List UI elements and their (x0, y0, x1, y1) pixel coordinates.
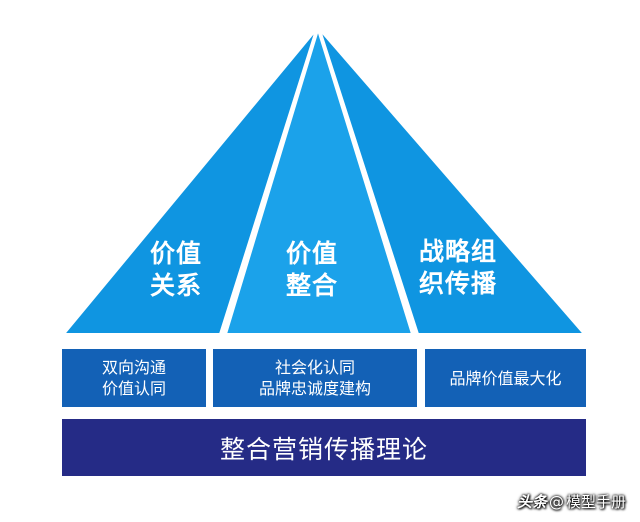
box-brand-value-max: 品牌价值最大化 (425, 349, 586, 407)
pyramid-segment-left (63, 29, 317, 335)
watermark: 头条 @ 模型手册 (517, 491, 626, 512)
watermark-account: 模型手册 (565, 493, 626, 511)
watermark-at: @ (548, 492, 564, 511)
base-theory-bar: 整合营销传播理论 (62, 419, 586, 476)
watermark-platform-logo: 头条 (516, 493, 547, 511)
box-1-line2: 价值认同 (101, 379, 166, 398)
pyramid-label-right-line1: 战略组 (418, 237, 497, 266)
pyramid-label-middle: 价值 整合 (262, 238, 362, 302)
box-2-line2: 品牌忠诚度建构 (258, 379, 371, 398)
box-1-line1: 双向沟通 (101, 358, 166, 377)
pyramid-label-right: 战略组 织传播 (398, 236, 518, 300)
box-2-line1: 社会化认同 (274, 358, 355, 377)
pyramid-label-middle-line2: 整合 (285, 271, 338, 300)
pyramid-segment-right (319, 29, 585, 335)
pyramid-label-right-line2: 织传播 (418, 269, 497, 298)
box-3-line1: 品牌价值最大化 (449, 368, 562, 388)
pyramid-segment-middle (225, 29, 413, 335)
box-social-identity: 社会化认同 品牌忠诚度建构 (213, 349, 417, 407)
pyramid-label-middle-line1: 价值 (285, 239, 338, 268)
box-two-way-communication: 双向沟通 价值认同 (62, 349, 206, 407)
pyramid-label-left: 价值 关系 (126, 238, 226, 302)
pyramid-label-left-line2: 关系 (149, 271, 202, 300)
base-label: 整合营销传播理论 (219, 434, 428, 464)
pyramid-label-left-line1: 价值 (149, 239, 202, 268)
